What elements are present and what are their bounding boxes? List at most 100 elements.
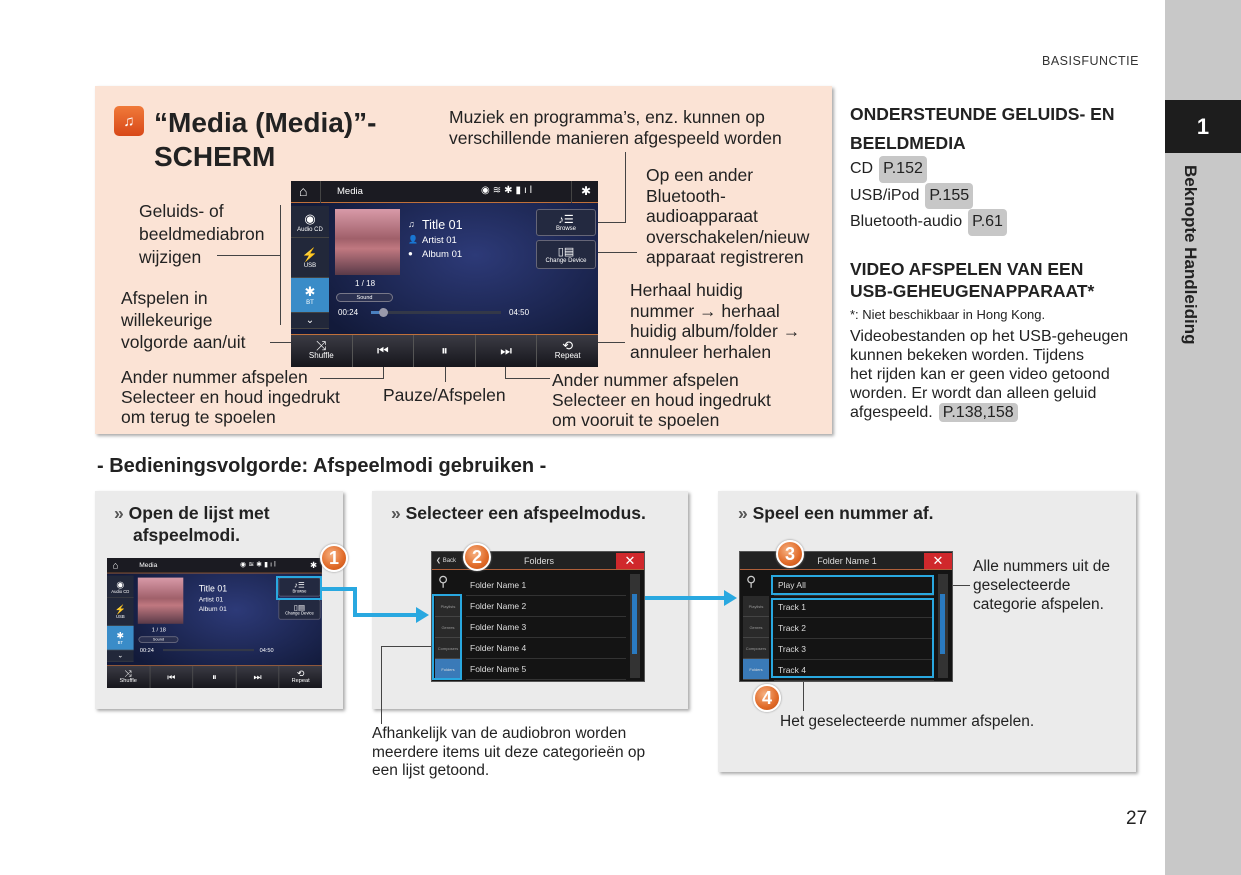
tab-folders[interactable]: Folders [743, 659, 769, 680]
change-device-button[interactable]: ▯▤Change Device [536, 240, 596, 269]
progress-bar[interactable] [163, 649, 254, 652]
folder-row[interactable]: Folder Name 4 [466, 638, 626, 659]
source-usb[interactable]: ⚡USB [107, 597, 134, 626]
repeat-button[interactable]: ⟲Repeat [537, 335, 598, 367]
source-usb[interactable]: ⚡USB [291, 238, 329, 278]
play-all-highlight [771, 575, 934, 595]
track-row[interactable]: Track 2 [774, 618, 934, 639]
page-ref[interactable]: P.152 [879, 156, 927, 183]
artist: Artist 01 [198, 595, 224, 604]
bluetooth-icon[interactable]: ✱ [581, 184, 592, 198]
section-header: BASISFUNCTIE [1042, 54, 1139, 68]
previous-icon: ⏮ [167, 671, 176, 682]
pause-button[interactable]: ⏸ [193, 665, 237, 688]
source-bt[interactable]: ✱BT [107, 625, 134, 651]
folder-row[interactable]: Folder Name 5 [466, 659, 626, 680]
track-row[interactable]: Track 4 [774, 660, 934, 681]
note-line: Afhankelijk van de audiobron worden [372, 725, 627, 742]
duration: 04:50 [509, 308, 530, 317]
tab-composers[interactable]: Composers [435, 638, 461, 659]
screen-top-bar: ⌂ Media ◉≋✱▮ıl ✱ [291, 181, 598, 203]
track-row[interactable]: Track 3 [774, 639, 934, 660]
duration: 04:50 [259, 646, 274, 654]
scrollbar[interactable] [630, 574, 640, 678]
source-bt[interactable]: ✱BT [291, 278, 329, 313]
shuffle-label: Shuffle [308, 351, 334, 360]
step-text: Open de lijst met [128, 503, 270, 523]
procedure-heading: - Bedieningsvolgorde: Afspeelmodi gebrui… [97, 455, 547, 477]
home-icon[interactable]: ⌂ [299, 183, 308, 199]
page-ref[interactable]: P.61 [968, 209, 1007, 236]
elapsed-time: 00:24 [338, 308, 359, 317]
next-icon: ⏭ [500, 343, 512, 358]
page-ref[interactable]: P.155 [925, 182, 974, 209]
search-icon[interactable]: ⚲ [746, 573, 757, 589]
ann-line: Bluetooth- [646, 185, 726, 206]
home-icon[interactable]: ⌂ [112, 559, 119, 571]
body-line: kunnen bekeken worden. Tijdens [850, 347, 1084, 364]
previous-button[interactable]: ⏮ [353, 335, 415, 367]
ann-line: Selecteer en houd ingedrukt [552, 390, 771, 410]
shuffle-button[interactable]: ⤨Shuffle [107, 665, 151, 688]
tracks-highlight [771, 598, 934, 678]
play-all-row[interactable]: Play All [774, 575, 934, 596]
folder-row[interactable]: Folder Name 1 [466, 575, 626, 596]
folder-row[interactable]: Folder Name 3 [466, 617, 626, 638]
tab-playlists[interactable]: Playlists [435, 596, 461, 617]
ann-line: wijzigen [139, 247, 202, 267]
bluetooth-icon[interactable]: ✱ [310, 560, 318, 570]
progress-bar[interactable] [371, 308, 501, 317]
source-audio-cd[interactable]: ◉Audio CD [291, 206, 329, 238]
ann-line: beeldmediabron [139, 224, 265, 244]
screen-title: Media [139, 561, 158, 570]
leader-line [217, 255, 280, 256]
next-button[interactable]: ⏭ [236, 665, 280, 688]
devices-icon: ▯▤ [557, 246, 575, 258]
close-button[interactable]: ✕ [924, 553, 952, 569]
pause-button[interactable]: ⏸ [414, 335, 476, 367]
scrollbar-thumb[interactable] [940, 594, 945, 654]
sound-button[interactable]: Sound [138, 636, 179, 643]
screen-top-bar: ⌂ Media ◉≋✱▮ıl ✱ [107, 558, 322, 574]
heading-line: VIDEO AFSPELEN VAN EEN [850, 259, 1084, 279]
tab-genres[interactable]: Genres [743, 617, 769, 638]
page-ref[interactable]: P.138,158 [938, 403, 1018, 422]
tab-genres[interactable]: Genres [435, 617, 461, 638]
chevron-down-icon[interactable]: ⌄ [107, 650, 134, 662]
heading-line: ONDERSTEUNDE GELUIDS- EN [850, 104, 1115, 124]
source-audio-cd[interactable]: ◉Audio CD [107, 575, 134, 598]
callout-4: 4 [753, 684, 781, 712]
previous-button[interactable]: ⏮ [150, 665, 194, 688]
title-line: “Media (Media)”- [154, 107, 377, 138]
divider [320, 181, 321, 203]
browse-label: Browse [555, 226, 576, 232]
next-button[interactable]: ⏭ [476, 335, 538, 367]
close-button[interactable]: ✕ [616, 553, 644, 569]
leader-line [381, 646, 433, 647]
scrollbar[interactable] [938, 574, 948, 678]
track-count: 1 / 18 [355, 279, 376, 288]
folder-row[interactable]: Folder Name 2 [466, 596, 626, 617]
chevron-down-icon[interactable]: ⌄ [291, 313, 329, 329]
scrollbar-thumb[interactable] [632, 594, 637, 654]
track-row[interactable]: Track 1 [774, 597, 934, 618]
title-line: SCHERM [154, 141, 276, 172]
shuffle-button[interactable]: ⤨Shuffle [291, 335, 353, 367]
tab-composers[interactable]: Composers [743, 638, 769, 659]
repeat-button[interactable]: ⟲Repeat [279, 666, 321, 688]
album-art [335, 209, 400, 275]
tab-playlists[interactable]: Playlists [743, 596, 769, 617]
browse-button[interactable]: ♪☰Browse [536, 209, 596, 236]
sound-button[interactable]: Sound [336, 293, 393, 302]
tracks-header: Folder Name 1✕ [740, 552, 952, 570]
progress-knob[interactable] [379, 308, 389, 317]
change-device-button[interactable]: ▯▤Change Device [278, 599, 321, 620]
back-button[interactable]: ❮ Back [436, 558, 457, 564]
back-label: Back [442, 558, 457, 564]
search-icon[interactable]: ⚲ [438, 573, 449, 589]
